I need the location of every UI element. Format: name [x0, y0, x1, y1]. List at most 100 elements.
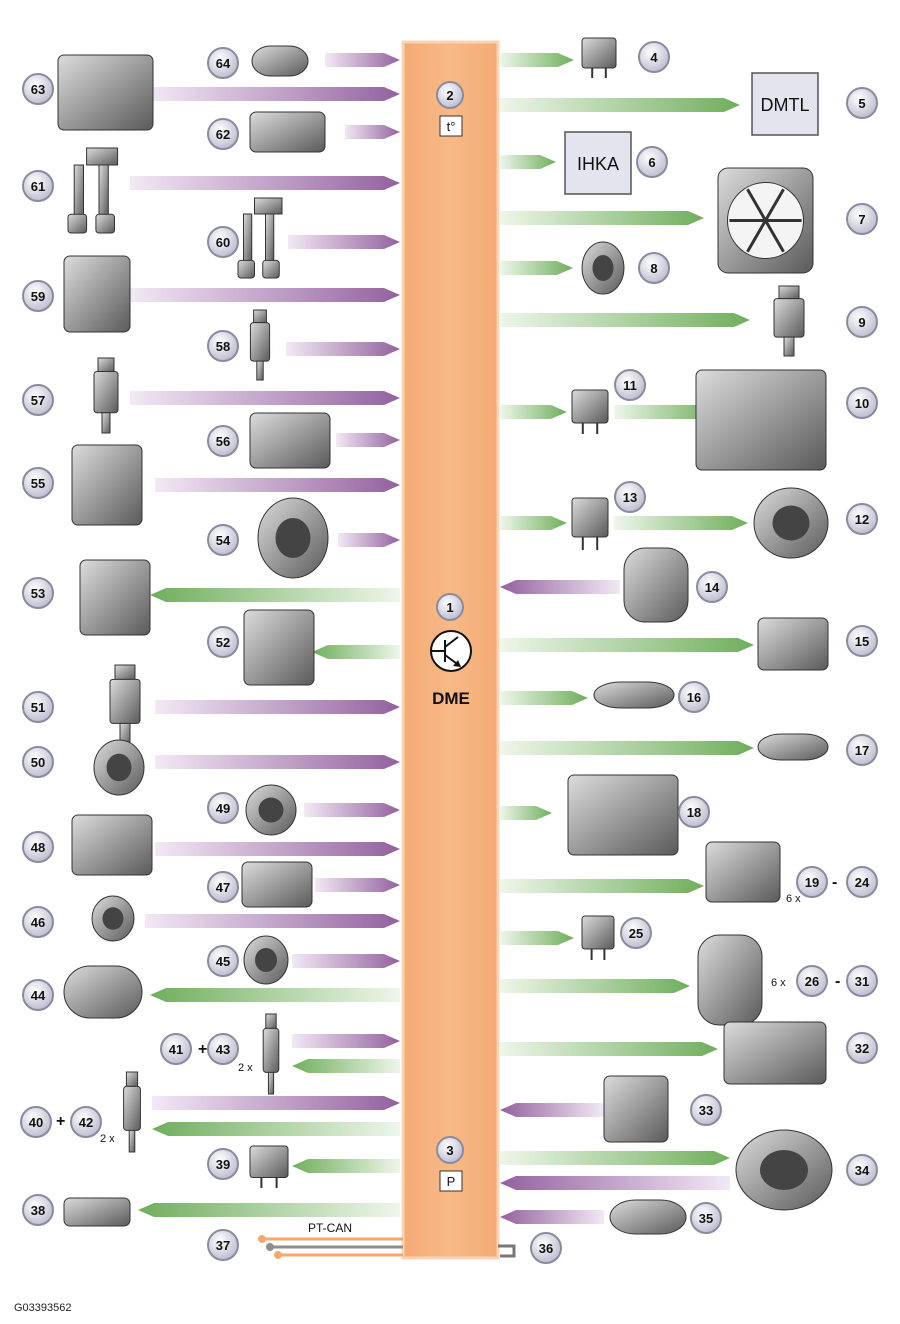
component-badge-50: 50: [22, 746, 54, 778]
relay-icon: [581, 37, 617, 78]
dash-26-31: -: [835, 973, 840, 990]
component-badge-52: 52: [207, 626, 239, 658]
component-badge-26: 26: [796, 965, 828, 997]
component-badge-42: 42: [70, 1106, 102, 1138]
valvetronic-motor-icon: [567, 774, 679, 856]
dme-badge-pressure: 3 P: [436, 1136, 464, 1192]
signal-arrow-left: [155, 478, 400, 492]
component-badge-33: 33: [690, 1094, 722, 1126]
svg-text:60: 60: [216, 235, 230, 250]
svg-text:38: 38: [31, 1203, 45, 1218]
oxygen-sensor-icon: [123, 1071, 141, 1153]
signal-arrow-right: [500, 1210, 604, 1224]
accelerator-pedal-icon: [71, 444, 143, 526]
component-badge-25: 25: [620, 917, 652, 949]
svg-text:42: 42: [79, 1115, 93, 1130]
signal-arrow-left: [138, 1203, 400, 1217]
signal-arrow-left: [155, 755, 400, 769]
component-badge-55: 55: [22, 467, 54, 499]
svg-text:53: 53: [31, 586, 45, 601]
signal-arrow-left: [338, 533, 400, 547]
component-badge-63: 63: [22, 73, 54, 105]
signal-arrow-left: [325, 53, 400, 67]
pump-icon: [753, 487, 829, 559]
svg-text:36: 36: [539, 1241, 553, 1256]
svg-text:10: 10: [855, 396, 869, 411]
component-badges: 6364626160595857565554535251504948474645…: [20, 41, 878, 1264]
svg-text:26: 26: [805, 974, 819, 989]
signal-arrow-left: [150, 988, 400, 1002]
component-badge-47: 47: [207, 871, 239, 903]
component-badge-39: 39: [207, 1148, 239, 1180]
knock-sensor-icon: [241, 861, 313, 908]
svg-text:DMTL: DMTL: [761, 95, 810, 115]
eccentric-shaft-sensor-icon: [71, 814, 153, 876]
svg-text:44: 44: [31, 988, 46, 1003]
relay-icon: [581, 915, 615, 960]
component-badge-16: 16: [678, 681, 710, 713]
plus-40-42: +: [56, 1113, 65, 1130]
solenoid-valve-icon: [593, 681, 675, 709]
svg-text:62: 62: [216, 127, 230, 142]
svg-text:39: 39: [216, 1157, 230, 1172]
control-module-icon: [249, 111, 326, 153]
component-badge-4: 4: [638, 41, 670, 73]
thermostat-icon: [773, 285, 805, 357]
component-badge-40: 40: [20, 1106, 52, 1138]
svg-text:P: P: [447, 1174, 456, 1189]
component-badge-13: 13: [614, 481, 646, 513]
signal-arrow-right: [500, 313, 750, 327]
multiplier-26: 6 x: [771, 977, 786, 989]
signal-arrow-right: [500, 931, 574, 945]
svg-text:15: 15: [855, 634, 869, 649]
svg-text:52: 52: [216, 635, 230, 650]
oil-pressure-switch-icon: [91, 895, 135, 942]
component-badge-5: 5: [846, 87, 878, 119]
svg-text:63: 63: [31, 82, 45, 97]
ignition-coil-icon: [79, 559, 151, 636]
relay-icon: [571, 497, 609, 550]
component-badge-15: 15: [846, 625, 878, 657]
signal-arrow-right: [500, 580, 620, 594]
component-badge-9: 9: [846, 306, 878, 338]
signal-arrow-right: [500, 155, 556, 169]
ignition-coil-icon: [243, 609, 315, 686]
signal-arrow-left: [155, 842, 400, 856]
svg-text:14: 14: [705, 580, 720, 595]
oil-level-sensor-icon: [243, 935, 289, 985]
signal-arrow-left: [288, 235, 400, 249]
signal-arrow-left: [292, 1034, 400, 1048]
component-badge-34: 34: [846, 1154, 878, 1186]
svg-text:3: 3: [446, 1143, 453, 1158]
svg-text:50: 50: [31, 755, 45, 770]
component-badge-61: 61: [22, 170, 54, 202]
svg-text:48: 48: [31, 840, 45, 855]
component-badge-35: 35: [690, 1202, 722, 1234]
signal-arrow-left: [130, 288, 400, 302]
svg-text:6: 6: [648, 155, 655, 170]
svg-text:41: 41: [169, 1042, 183, 1057]
svg-text:13: 13: [623, 490, 637, 505]
signal-arrow-right: [500, 1042, 718, 1056]
svg-text:8: 8: [650, 261, 657, 276]
svg-text:7: 7: [858, 212, 865, 227]
figure-id: G03393562: [14, 1302, 72, 1314]
component-badge-57: 57: [22, 384, 54, 416]
component-badge-6: 6: [636, 146, 668, 178]
solenoid-valve-icon: [757, 733, 829, 761]
svg-text:t°: t°: [447, 119, 456, 134]
svg-text:16: 16: [687, 690, 701, 705]
component-badge-41: 41: [160, 1033, 192, 1065]
svg-text:54: 54: [216, 533, 231, 548]
signal-arrow-right: [500, 211, 704, 225]
signal-arrow-left: [130, 391, 400, 405]
svg-text:51: 51: [31, 700, 45, 715]
svg-text:IHKA: IHKA: [577, 154, 619, 174]
signal-arrow-left: [150, 87, 400, 101]
svg-text:46: 46: [31, 915, 45, 930]
component-badge-17: 17: [846, 734, 878, 766]
pressure-sensor-icon: [57, 54, 154, 131]
svg-text:9: 9: [858, 315, 865, 330]
dash-19-24: -: [832, 874, 837, 891]
svg-text:18: 18: [687, 805, 701, 820]
